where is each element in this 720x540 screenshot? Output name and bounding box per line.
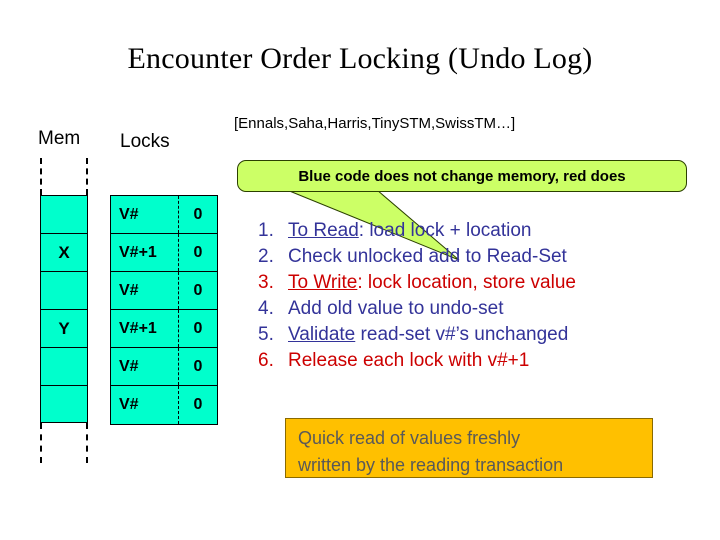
- steps-list: 1. To Read: load lock + location 2. Chec…: [258, 218, 698, 374]
- step-rest: Check unlocked add to Read-Set: [288, 246, 567, 267]
- step-rest: Release each lock with v#+1: [288, 350, 530, 371]
- table-row: V# 0: [111, 272, 217, 310]
- step-rest: Add old value to undo-set: [288, 298, 504, 319]
- lock-value-cell: 0: [193, 281, 203, 299]
- list-item: 5. Validate read-set v#’s unchanged: [258, 322, 698, 348]
- mem-column: X Y: [40, 195, 88, 423]
- step-emphasis: To Write: [288, 272, 358, 293]
- orange-note-line1: Quick read of values freshly: [298, 428, 521, 448]
- lock-value-cell: 0: [193, 243, 203, 261]
- callout-annotation: Blue code does not change memory, red do…: [237, 160, 687, 261]
- step-rest: : load lock + location: [358, 220, 532, 241]
- step-text: To Write: lock location, store value: [288, 270, 576, 296]
- list-item: 6. Release each lock with v#+1: [258, 348, 698, 374]
- step-rest: : lock location, store value: [357, 272, 576, 293]
- lock-value-cell: 0: [193, 205, 203, 223]
- step-number: 5.: [258, 324, 274, 345]
- mem-cell: [40, 271, 88, 309]
- lock-version-cell: V#: [111, 272, 179, 309]
- lock-value-cell: 0: [193, 319, 203, 337]
- mem-cell: [40, 347, 88, 385]
- list-item: 3. To Write: lock location, store value: [258, 270, 698, 296]
- step-number: 4.: [258, 298, 274, 319]
- locks-table: V# 0 V#+1 0 V# 0 V#+1 0 V# 0 V# 0: [110, 195, 218, 425]
- mem-continuation-bottom: [40, 423, 88, 463]
- orange-note-line2: written by the reading transaction: [298, 455, 564, 475]
- list-item: 2. Check unlocked add to Read-Set: [258, 244, 698, 270]
- locks-column-header: Locks: [120, 131, 170, 152]
- step-text: Add old value to undo-set: [288, 296, 504, 322]
- orange-note: Quick read of values freshly written by …: [285, 418, 653, 478]
- mem-cell: X: [40, 233, 88, 271]
- callout-text: Blue code does not change memory, red do…: [237, 160, 687, 192]
- step-number: 3.: [258, 272, 274, 293]
- table-row: V# 0: [111, 196, 217, 234]
- table-row: V# 0: [111, 386, 217, 424]
- lock-version-cell: V#: [111, 386, 179, 424]
- step-text: To Read: load lock + location: [288, 218, 531, 244]
- mem-cell: Y: [40, 309, 88, 347]
- table-row: V# 0: [111, 348, 217, 386]
- lock-value-cell: 0: [193, 357, 203, 375]
- lock-version-cell: V#+1: [111, 310, 179, 347]
- lock-value-cell: 0: [193, 396, 203, 413]
- lock-version-cell: V#+1: [111, 234, 179, 271]
- mem-column-header: Mem: [38, 128, 81, 149]
- table-row: V#+1 0: [111, 310, 217, 348]
- step-text: Release each lock with v#+1: [288, 348, 529, 374]
- lock-version-cell: V#: [111, 348, 179, 385]
- step-number: 2.: [258, 246, 274, 267]
- list-item: 4. Add old value to undo-set: [258, 296, 698, 322]
- step-text: Validate read-set v#’s unchanged: [288, 322, 568, 348]
- mem-cell: [40, 195, 88, 233]
- table-row: V#+1 0: [111, 234, 217, 272]
- mem-continuation-top: [40, 158, 88, 195]
- list-item: 1. To Read: load lock + location: [258, 218, 698, 244]
- citation-text: [Ennals,Saha,Harris,TinySTM,SwissTM…]: [234, 115, 516, 132]
- step-emphasis: Validate: [288, 324, 356, 345]
- step-emphasis: To Read: [288, 220, 359, 241]
- step-number: 6.: [258, 350, 274, 371]
- step-number: 1.: [258, 220, 274, 241]
- mem-cell: [40, 385, 88, 423]
- step-text: Check unlocked add to Read-Set: [288, 244, 567, 270]
- lock-version-cell: V#: [111, 196, 179, 233]
- step-rest: read-set v#’s unchanged: [355, 324, 569, 345]
- page-title: Encounter Order Locking (Undo Log): [127, 42, 593, 75]
